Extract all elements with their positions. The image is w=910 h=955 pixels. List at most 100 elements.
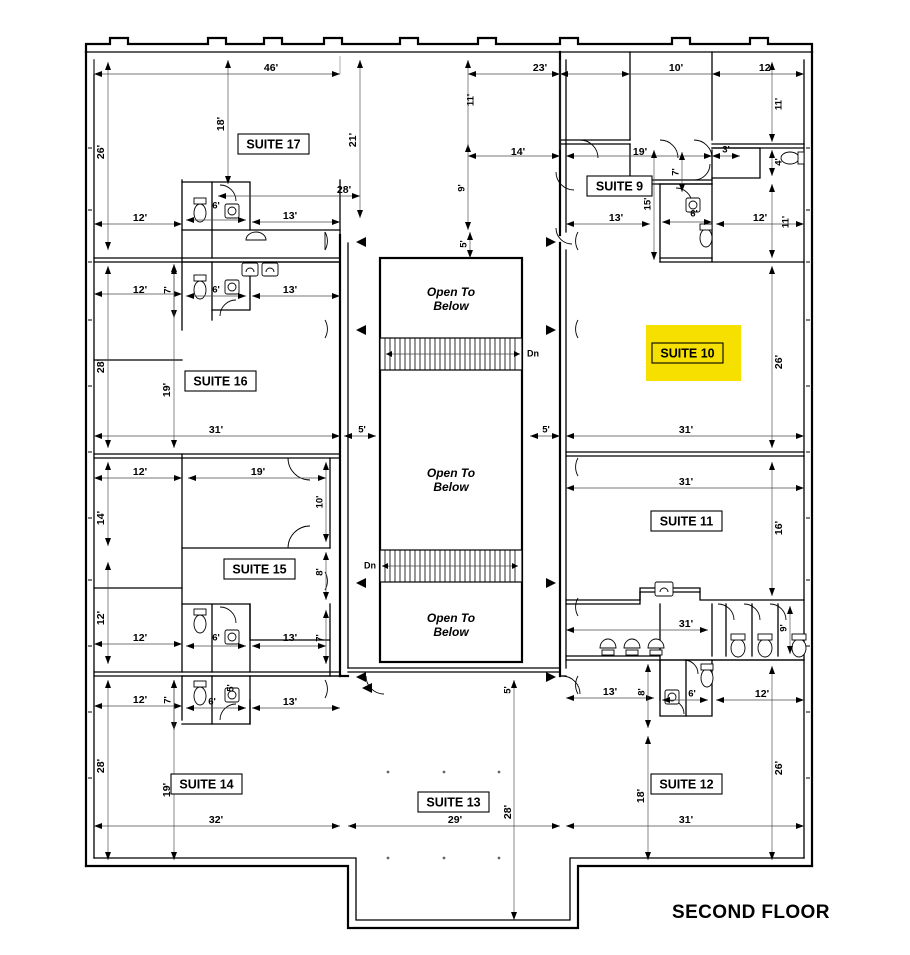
suite-12-label[interactable]: SUITE 12	[650, 773, 723, 795]
toilet-fixture	[193, 680, 207, 706]
arrow-left-4	[356, 672, 366, 682]
open-to-below-1-line2: Below	[433, 299, 469, 313]
suite-13-label-text: SUITE 13	[426, 795, 480, 809]
dim-31-s12: 31'	[679, 814, 693, 826]
dim-5-left: 5'	[358, 425, 366, 436]
toilet-fixture	[780, 151, 805, 165]
atrium-core: Open To Below Open To Below Open To Belo…	[364, 256, 539, 664]
suite-14-label-text: SUITE 14	[179, 777, 233, 791]
dim-12-s15c: 12'	[133, 632, 147, 644]
dim-5-s13: 5'	[503, 686, 514, 694]
dim-12-s15b: 12'	[95, 611, 107, 625]
dim-6-s15: 6'	[212, 633, 220, 644]
dim-32-s14: 32'	[209, 814, 223, 826]
dim-18: 18'	[215, 117, 227, 131]
arrow-right-4	[546, 672, 556, 682]
drinking-fountain-fixture	[245, 231, 267, 241]
page-title: SECOND FLOOR	[672, 902, 830, 923]
suite-12-label-text: SUITE 12	[659, 777, 713, 791]
stair-down-label-1: Dn	[527, 348, 539, 358]
dim-26-s12: 26'	[773, 761, 785, 775]
suite-11-label-text: SUITE 11	[660, 514, 714, 528]
sink-fixture	[261, 262, 279, 277]
dim-13-s16: 13'	[283, 284, 297, 296]
dim-23: 23'	[533, 62, 547, 74]
arrow-right-3	[546, 578, 556, 588]
dim-6b-s16: 6'	[212, 285, 220, 296]
corridor-arrow-markers	[356, 237, 556, 693]
dim-7-s15: 7'	[315, 634, 326, 642]
arrow-right-2	[546, 325, 556, 335]
dim-6-s9: 6'	[690, 209, 698, 220]
dim-8-s15: 8'	[315, 568, 326, 576]
open-to-below-3-line2: Below	[433, 625, 469, 639]
dim-7-s16: 7'	[163, 286, 174, 294]
suite-16-label-text: SUITE 16	[193, 374, 247, 388]
dim-15-s9: 15'	[643, 198, 654, 211]
plumbing-fixtures	[193, 151, 807, 706]
dim-9-s9: 9'	[457, 184, 468, 192]
dim-26-s17: 26'	[95, 145, 107, 159]
dim-28-s13: 28'	[502, 805, 514, 819]
dim-21: 21'	[347, 133, 359, 147]
dim-26-s10: 26'	[773, 355, 785, 369]
suite-17-label[interactable]: SUITE 17	[237, 133, 310, 155]
dim-6-s14: 6'	[208, 697, 216, 708]
suite-15-label[interactable]: SUITE 15	[223, 558, 296, 580]
sink-fixture	[224, 279, 240, 295]
suite-10-label[interactable]: SUITE 10	[651, 342, 724, 364]
toilet-fixture	[757, 633, 773, 658]
dim-12-s12: 12'	[755, 688, 769, 700]
dim-12-s15a: 12'	[133, 466, 147, 478]
suite-labels: SUITE 17 SUITE 16 SUITE 15 SUITE 14 SUIT…	[170, 133, 724, 813]
dim-10: 10'	[669, 62, 683, 74]
dim-7-s14: 7'	[163, 696, 174, 704]
dim-12-top: 12'	[759, 62, 773, 74]
dim-19-s9: 19'	[633, 146, 647, 158]
sink-fixture	[224, 687, 240, 703]
dim-4-tr: 4'	[774, 158, 785, 166]
dim-19-s15: 19'	[251, 466, 265, 478]
dim-31-s16: 31'	[209, 424, 223, 436]
arrow-right-1	[546, 237, 556, 247]
urinal-fixture	[599, 638, 617, 656]
sink-fixture	[654, 581, 674, 597]
open-to-below-2-line2: Below	[433, 480, 469, 494]
dim-12-s16: 12'	[133, 284, 147, 296]
toilet-fixture	[730, 633, 746, 658]
suite-14-label[interactable]: SUITE 14	[170, 773, 243, 795]
toilet-fixture	[193, 608, 207, 634]
dim-8-s12: 8'	[637, 688, 648, 696]
dim-11-s9: 11'	[466, 94, 477, 106]
dim-14-s15: 14'	[95, 511, 107, 525]
toilet-fixture	[193, 274, 207, 300]
suite-17-label-text: SUITE 17	[246, 137, 300, 151]
open-to-below-1-line1: Open To	[427, 285, 475, 299]
dim-29-s13: 29'	[448, 814, 462, 826]
door-swings	[219, 139, 787, 721]
suite-13-label[interactable]: SUITE 13	[417, 791, 490, 813]
toilet-fixture	[699, 223, 713, 248]
column-dot	[386, 856, 390, 860]
suite-9-label-text: SUITE 9	[596, 179, 643, 193]
suite-11-label[interactable]: SUITE 11	[650, 510, 723, 532]
dim-31-s10: 31'	[679, 424, 693, 436]
dim-28-s16: 28'	[95, 359, 107, 373]
urinal-fixture	[647, 638, 665, 656]
suite-16-label[interactable]: SUITE 16	[184, 370, 257, 392]
dim-13-s14: 13'	[283, 696, 297, 708]
building-outline	[84, 36, 814, 930]
suite-9-label[interactable]: SUITE 9	[586, 175, 653, 197]
dim-31-s11a: 31'	[679, 476, 693, 488]
urinal-fixture	[623, 638, 641, 656]
toilet-fixture	[193, 197, 207, 223]
dim-11-tr1: 11'	[774, 98, 785, 110]
dim-5-s14: 5'	[226, 684, 237, 692]
dim-14-s9: 14'	[511, 146, 525, 158]
dim-13-s12: 13'	[603, 686, 617, 698]
dimension-annotations: 46' 23' 10' 12' 18' 21' 28' 26' 12' 6' 1	[93, 56, 804, 920]
dim-6-s12: 6'	[688, 689, 696, 700]
suite-10-label-text: SUITE 10	[660, 346, 714, 360]
